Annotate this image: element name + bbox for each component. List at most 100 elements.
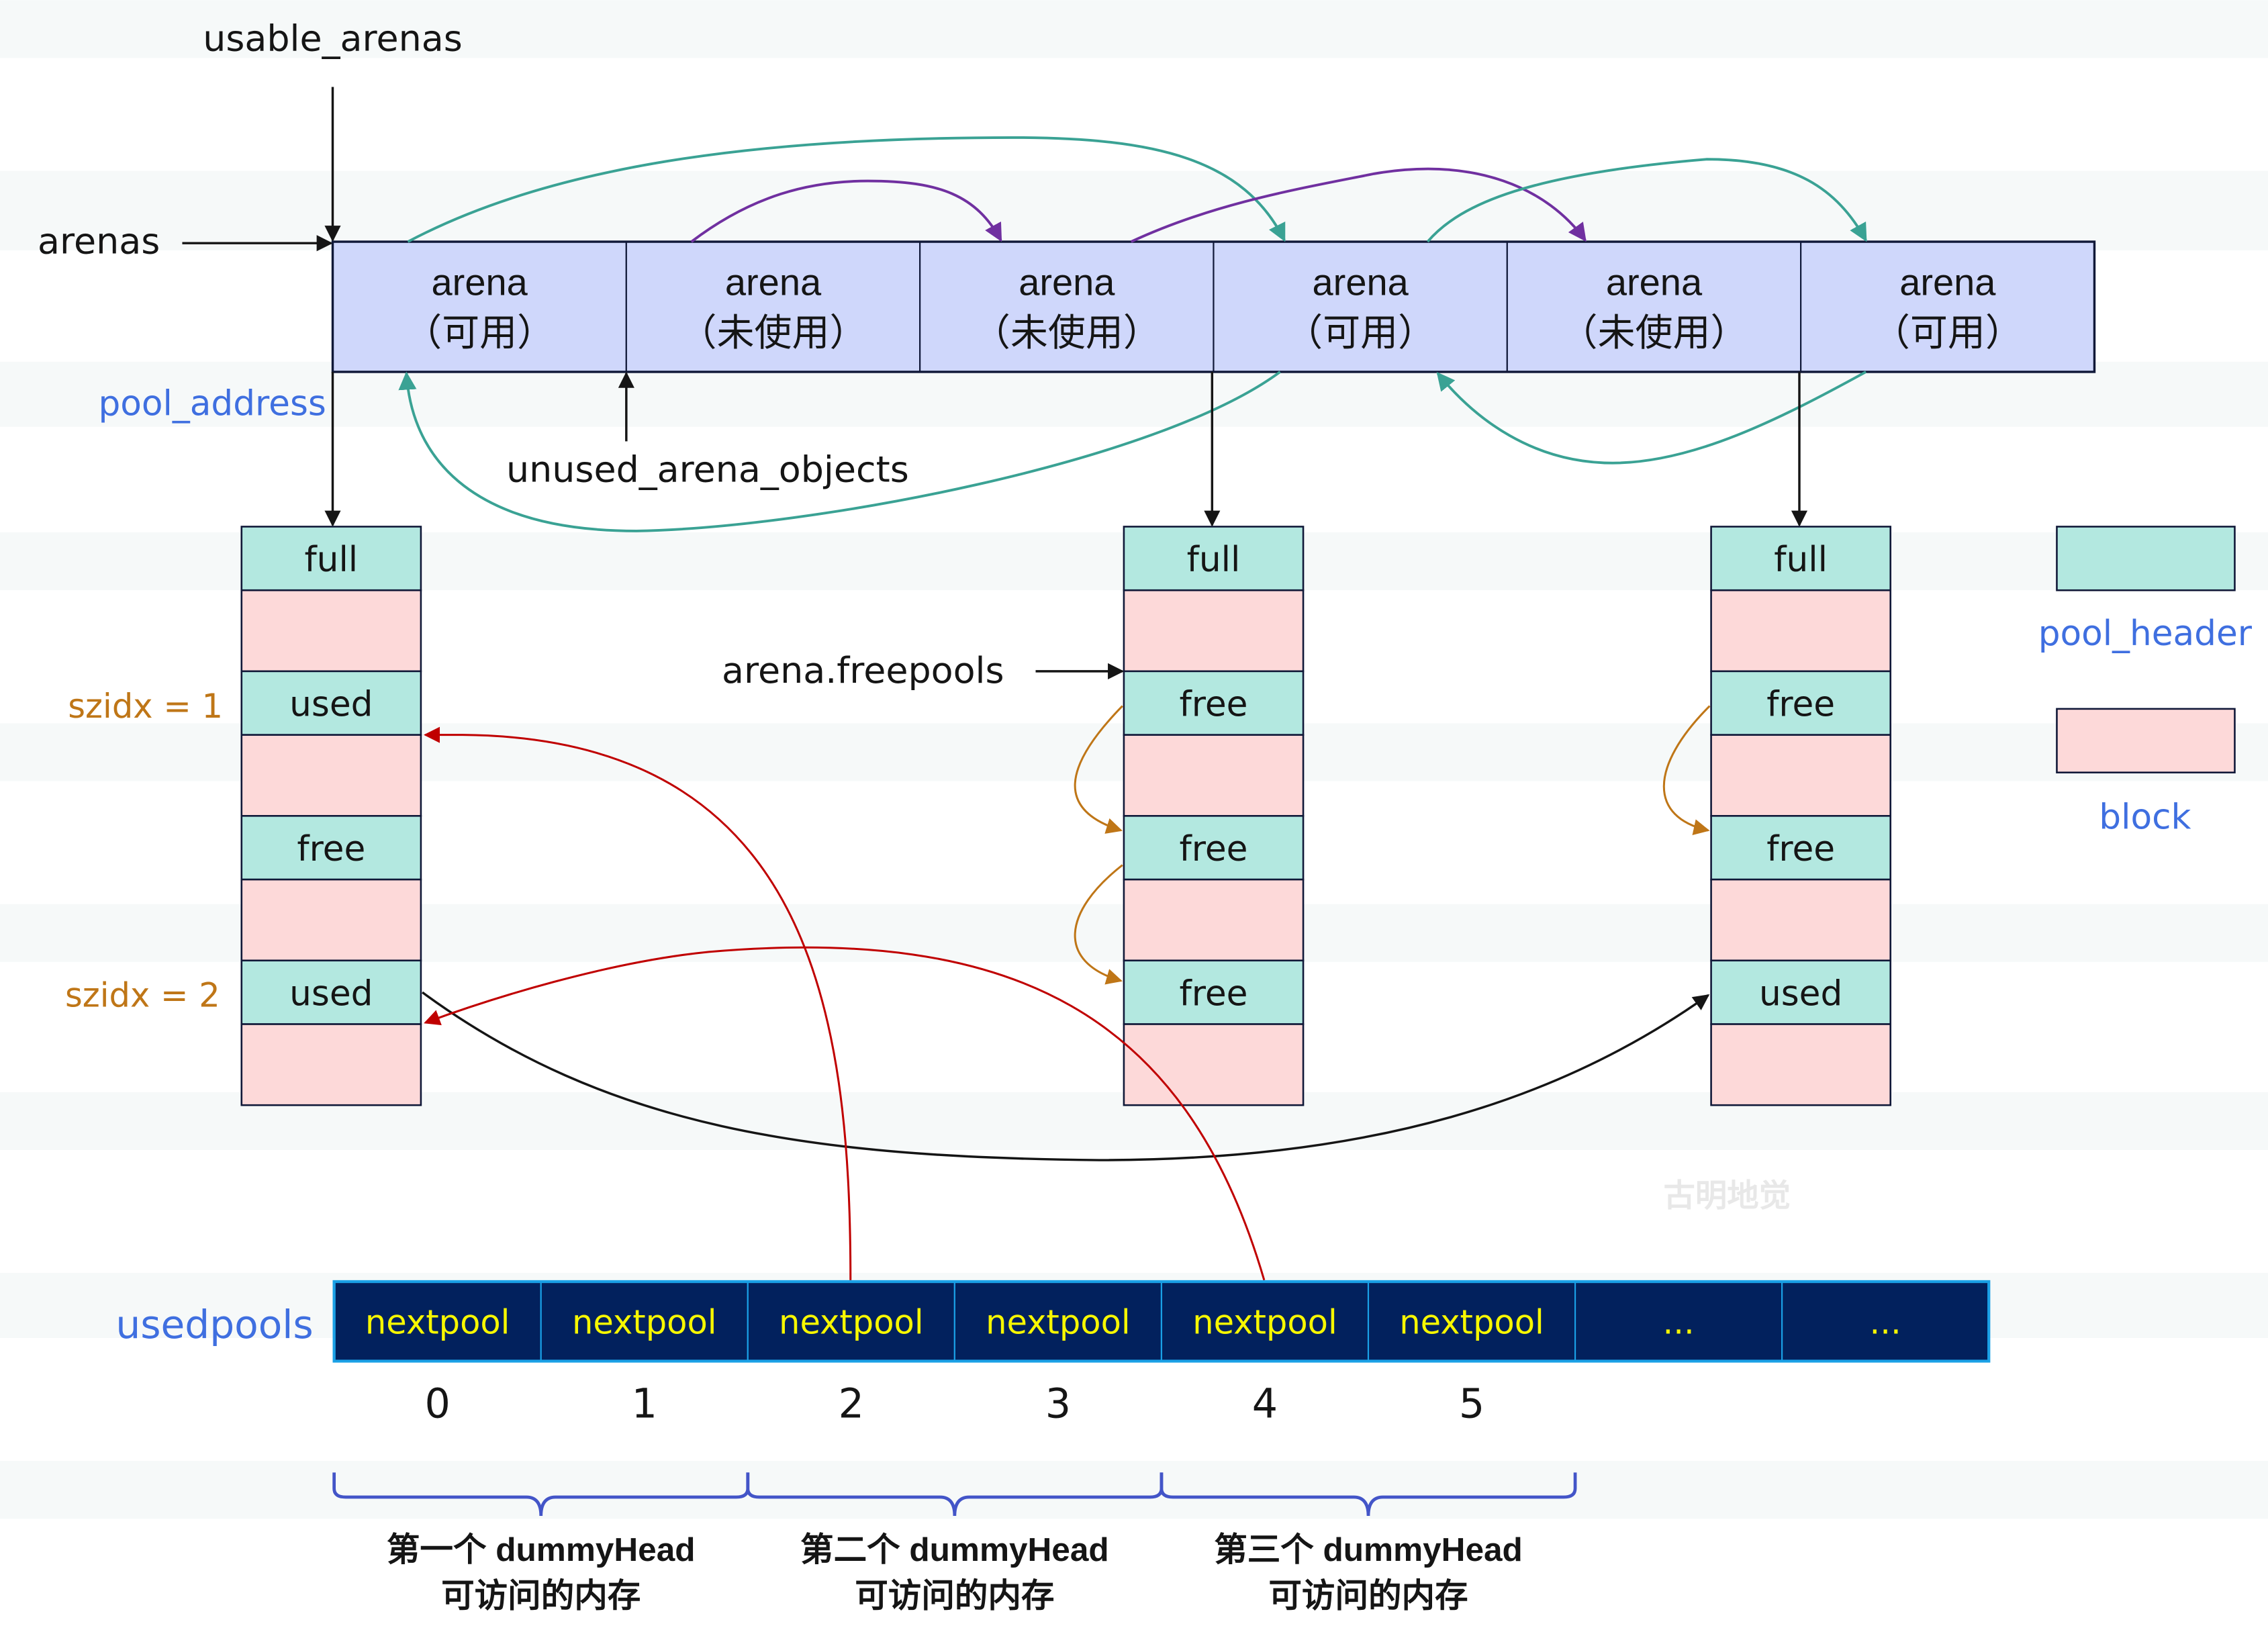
dummyhead-brace: 第三个 dummyHead 可访问的内存 (1160, 1472, 1577, 1615)
usedpool-slot (747, 1280, 955, 1362)
usedpool-slot-label: nextpool (1399, 1303, 1544, 1342)
arena-status: （未使用） (973, 312, 1161, 354)
szidx-2-label: szidx = 2 (65, 976, 220, 1015)
szidx-1-label: szidx = 1 (68, 687, 223, 726)
freepool-next-arrow (1074, 705, 1123, 834)
usedpools-label: usedpools (115, 1302, 313, 1347)
pool-header-state: free (1766, 829, 1835, 869)
usedpool-slot-label: nextpool (986, 1303, 1131, 1342)
pool-header-state: free (1180, 829, 1248, 869)
brace-label-line1: 第一个 dummyHead (387, 1531, 696, 1568)
brace-label-line2: 可访问的内存 (1268, 1578, 1468, 1615)
arena-name: arena (1313, 261, 1409, 303)
usable-arenas-label: usable_arenas (203, 17, 463, 60)
freepool-chain (1074, 705, 1711, 985)
pool-address-label: pool_address (98, 384, 326, 424)
arena-cell: arena （未使用） (919, 240, 1215, 373)
freepool-next-arrow (1074, 864, 1123, 985)
pool-block (1123, 734, 1305, 817)
usedpool-index: 4 (1252, 1381, 1278, 1428)
usedpool-2-arrow (423, 726, 852, 1280)
pool-header (1123, 959, 1305, 1025)
pool-block (1123, 589, 1305, 673)
pool-block (240, 1023, 422, 1106)
pool-header-state: free (1180, 685, 1248, 725)
usable-link-arrow (407, 136, 1286, 243)
arena-links-below (398, 371, 1867, 532)
pool-header (1710, 815, 1892, 881)
pool-header (1123, 815, 1305, 881)
brace-label-line1: 第二个 dummyHead (800, 1531, 1109, 1568)
pool-block (240, 734, 422, 817)
usedpool-slot-label: nextpool (1192, 1303, 1337, 1342)
used-pool-link-arrow (422, 991, 1710, 1161)
pool-header (1123, 526, 1305, 591)
arena-links-above (407, 136, 1867, 243)
brace-shape (746, 1472, 1164, 1517)
usedpool-slot (333, 1280, 542, 1362)
arena-status: （未使用） (1560, 312, 1748, 354)
pool-header-state: free (297, 829, 365, 869)
usedpool-index: 5 (1459, 1381, 1484, 1428)
usable-prev-link-arrow (398, 371, 1281, 532)
pool-header (240, 526, 422, 591)
unused-link-arrow (1130, 167, 1587, 243)
usedpool-slot-label: nextpool (365, 1303, 510, 1342)
usedpools-array: nextpool nextpool nextpool nextpool nextpool… (332, 1280, 1991, 1363)
pool-header-state: free (1766, 685, 1835, 725)
usedpool-slot-label: nextpool (572, 1303, 717, 1342)
arena-cell: arena（未使用） (1506, 240, 1802, 373)
usedpool-4-arrow (424, 946, 1266, 1281)
arena-status: （可用） (1873, 312, 2023, 354)
arena-name: arena (432, 261, 528, 303)
arena-cell: arena（可用） (1213, 240, 1508, 373)
usable-link-arrow (1426, 158, 1867, 243)
arena-array: arena（可用）arena（未使用）arena（未使用）arena（可用）ar… (331, 240, 2096, 373)
legend-block-label: block (2099, 798, 2191, 838)
usedpool-slot-label: nextpool (779, 1303, 924, 1342)
pool-header-state: used (289, 974, 373, 1014)
arena-cell: arena （可用） (1800, 240, 2095, 373)
pool-header-state: used (1759, 974, 1842, 1014)
pool-block (1710, 589, 1892, 673)
arena-freepools-label: arena.freepools (722, 649, 1004, 691)
brace-label-line2: 可访问的内存 (441, 1578, 641, 1615)
pool-header-state: used (289, 685, 373, 725)
pool-block (1710, 1023, 1892, 1106)
pool-block (240, 589, 422, 673)
pool-block (1123, 1023, 1305, 1106)
dummyhead-brace: 第一个 dummyHead 可访问的内存 (332, 1472, 750, 1615)
arena-status: （未使用） (679, 312, 867, 354)
arena-array-frame (331, 240, 2096, 373)
arena-cell: arena （未使用） (625, 240, 921, 373)
arena-cell: arena（可用） (332, 240, 627, 373)
legend: pool_header block (2038, 526, 2253, 838)
pool-header (240, 815, 422, 881)
brace-label-line1: 第三个 dummyHead (1214, 1531, 1523, 1568)
arenas-label: arenas (38, 220, 160, 262)
pool-header (240, 670, 422, 736)
pool-header (1710, 526, 1892, 591)
usedpool-index: 1 (632, 1381, 657, 1428)
usedpool-index: 2 (839, 1381, 864, 1428)
pool-block (240, 878, 422, 962)
pool-header-state: full (1187, 540, 1241, 580)
arena-name: arena (1899, 261, 1996, 303)
pool-header-state: free (1180, 974, 1248, 1014)
arena-name: arena (725, 261, 822, 303)
brace-shape (1160, 1472, 1577, 1517)
arena-name: arena (1019, 261, 1115, 303)
usedpool-slot-label: ... (1662, 1303, 1694, 1342)
usedpool-index: 0 (424, 1381, 450, 1428)
pool-column: full free free free (1123, 526, 1305, 1106)
brace-label-line2: 可访问的内存 (855, 1578, 1054, 1615)
unused-arena-objects-label: unused_arena_objects (506, 448, 909, 491)
pool-columns: fullusedfreeusedfullfreefreefreefullfree… (240, 526, 1892, 1106)
legend-pool-header-label: pool_header (2038, 614, 2253, 654)
pool-header (1710, 959, 1892, 1025)
dummyhead-brace: 第二个 dummyHead 可访问的内存 (746, 1472, 1164, 1615)
